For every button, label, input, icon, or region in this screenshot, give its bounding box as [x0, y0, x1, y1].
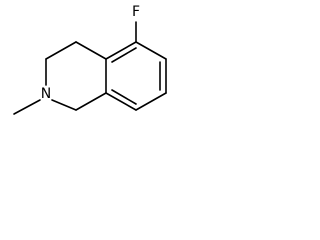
bond-methyl: [13, 99, 41, 115]
molecule-structure: F N: [13, 4, 167, 115]
bond-aromatic-double-3: [111, 89, 137, 105]
bond-ring-4: [51, 99, 77, 111]
nitrogen-label: N: [41, 86, 51, 102]
fluorine-label: F: [132, 4, 140, 20]
bond-ring-2: [45, 41, 77, 60]
bond-aromatic-4: [135, 92, 167, 111]
bond-aromatic-1: [105, 41, 137, 60]
bond-aromatic-double-1: [111, 47, 137, 63]
bond-aromatic-5: [105, 92, 137, 111]
bond-aromatic-2: [135, 41, 167, 60]
bond-ring-5: [75, 92, 107, 111]
bond-ring-1: [75, 41, 107, 60]
